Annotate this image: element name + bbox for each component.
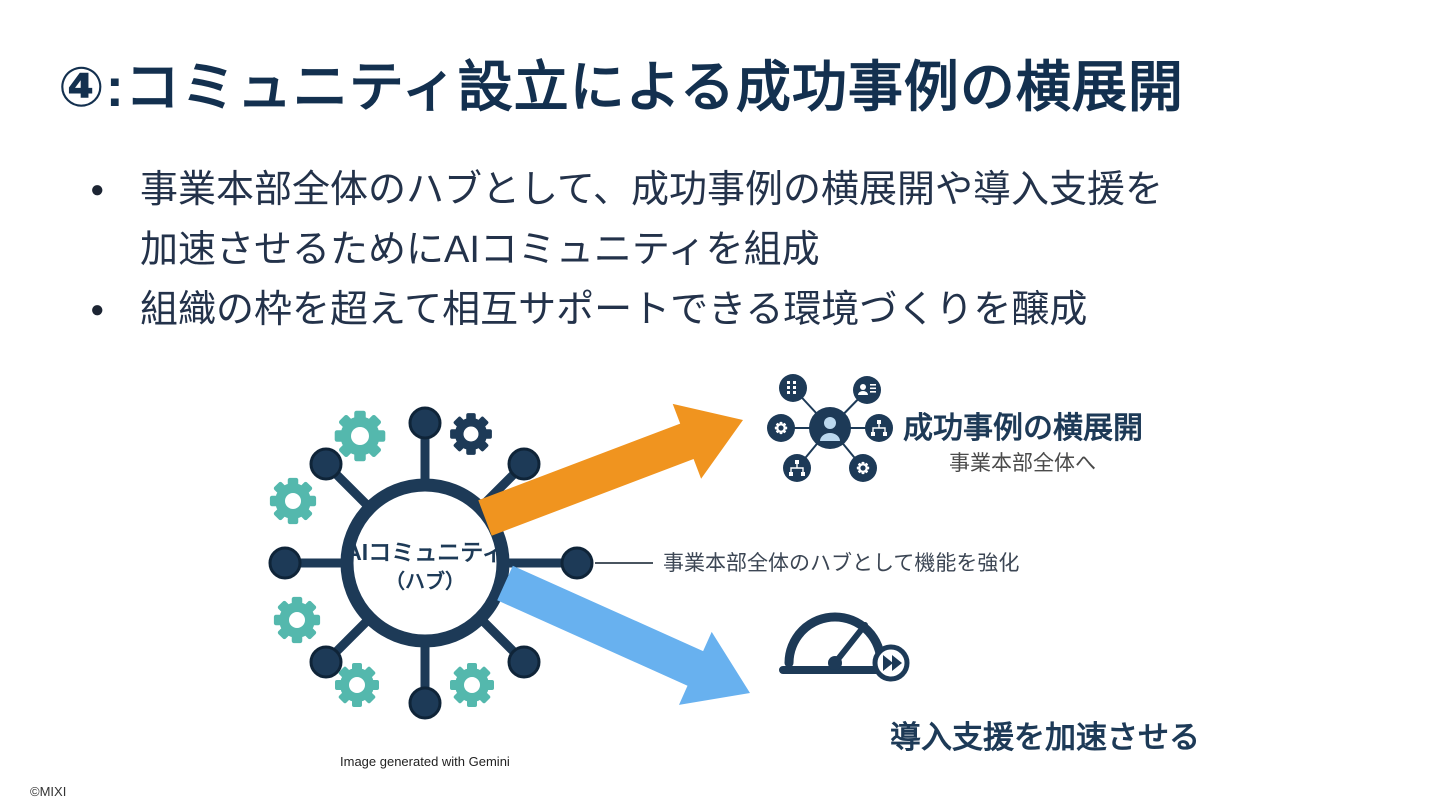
bullet-text: 組織の枠を超えて相互サポートできる環境づくりを醸成 bbox=[140, 280, 1087, 340]
bullet-item: ● 事業本部全体のハブとして、成功事例の横展開や導入支援を 加速させるためにAI… bbox=[90, 160, 1380, 280]
hub-circle bbox=[340, 478, 510, 648]
hub-diagram-svg: AIコミュニティ （ハブ） 事業本部全体のハブとして機能を強化 bbox=[268, 374, 1200, 769]
hub-label-line2: （ハブ） bbox=[385, 569, 465, 593]
gears-icon bbox=[767, 414, 795, 442]
hub-note-text: 事業本部全体のハブとして機能を強化 bbox=[663, 552, 1019, 575]
gear-badge-icon bbox=[849, 454, 877, 482]
success-title: 成功事例の横展開 bbox=[903, 412, 1143, 445]
bullet-text: 事業本部全体のハブとして、成功事例の横展開や導入支援を 加速させるためにAIコミ… bbox=[140, 160, 1163, 280]
bullet-line: 加速させるためにAIコミュニティを組成 bbox=[140, 229, 820, 271]
person-hub-icon bbox=[809, 407, 851, 449]
speedometer-icon bbox=[779, 612, 891, 674]
bullet-line: 組織の枠を超えて相互サポートできる環境づくりを醸成 bbox=[140, 289, 1088, 331]
building-icon bbox=[779, 374, 807, 402]
hierarchy-icon bbox=[865, 414, 893, 442]
success-icon-cluster bbox=[767, 374, 893, 482]
fast-forward-icon bbox=[872, 644, 910, 682]
hub-label-line1: AIコミュニティ bbox=[345, 539, 505, 565]
orange-arrow bbox=[478, 403, 743, 536]
bullet-item: ● 組織の枠を超えて相互サポートできる環境づくりを醸成 bbox=[90, 280, 1380, 340]
spoke-nodes bbox=[268, 406, 594, 720]
slide-title: ④:コミュニティ設立による成功事例の横展開 bbox=[58, 56, 1184, 118]
bullet-line: 事業本部全体のハブとして、成功事例の横展開や導入支援を bbox=[140, 169, 1163, 211]
community-diagram-image: AIコミュニティ （ハブ） 事業本部全体のハブとして機能を強化 bbox=[185, 358, 1265, 778]
bullet-marker: ● bbox=[90, 176, 105, 203]
blue-arrow bbox=[497, 565, 750, 705]
bullet-list: ● 事業本部全体のハブとして、成功事例の横展開や導入支援を 加速させるためにAI… bbox=[90, 160, 1380, 340]
gear-icons bbox=[269, 410, 494, 707]
org-chart-icon bbox=[783, 454, 811, 482]
bullet-marker: ● bbox=[90, 296, 105, 323]
accelerate-title: 導入支援を加速させる bbox=[890, 720, 1200, 755]
copyright: ©MIXI bbox=[30, 784, 67, 799]
person-checklist-icon bbox=[853, 376, 881, 404]
success-subtitle: 事業本部全体へ bbox=[949, 452, 1096, 475]
image-caption: Image generated with Gemini bbox=[340, 754, 510, 769]
